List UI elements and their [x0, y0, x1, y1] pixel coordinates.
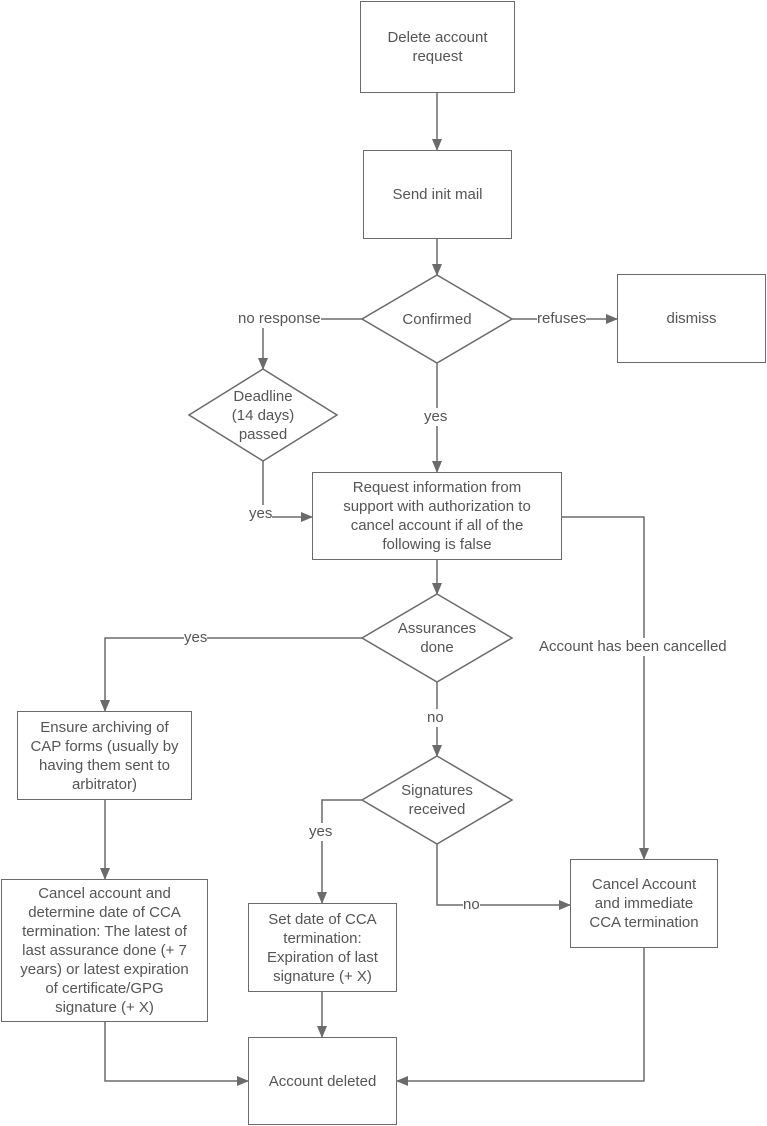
set-date-box: Set date of CCA termination: Expiration …	[248, 903, 397, 992]
edge-assurances-to-archiving	[100, 637, 362, 712]
edge-request-to-cancel-immediate	[562, 516, 649, 860]
account-deleted-box: Account deleted	[248, 1037, 397, 1125]
dismiss-box: dismiss	[617, 274, 766, 363]
delete-request-box: Delete account request	[360, 1, 515, 93]
cancel-immediate-box: Cancel Account and immediate CCA termina…	[570, 859, 718, 948]
edge-label-yes-confirmed: yes	[424, 408, 448, 426]
edge-label-yes-signatures: yes	[309, 823, 333, 841]
edge-label-yes-assurances: yes	[184, 629, 208, 647]
edge-cancel-immediate-to-deleted	[396, 948, 645, 1086]
assurances-done-label: Assurances done	[397, 620, 477, 656]
edge-signatures-to-setdate	[317, 799, 362, 904]
edge-label-no-assurances: no	[427, 709, 444, 727]
cancel-determine-box: Cancel account and determine date of CCA…	[1, 879, 208, 1022]
edge-label-account-cancelled: Account has been cancelled	[539, 638, 727, 656]
edge-label-no-signatures: no	[463, 896, 480, 914]
edge-label-refuses: refuses	[537, 310, 587, 328]
deadline-label: Deadline (14 days) passed	[231, 387, 295, 443]
edge-signatures-to-cancel-immediate	[436, 844, 571, 910]
request-information-box: Request information from support with au…	[312, 472, 562, 560]
confirmed-label: Confirmed	[402, 310, 472, 328]
edge-cancel-to-deleted	[104, 1022, 249, 1086]
ensure-archiving-box: Ensure archiving of CAP forms (usually b…	[17, 711, 192, 800]
edge-label-yes-deadline: yes	[249, 505, 273, 523]
send-init-mail-box: Send init mail	[363, 150, 512, 239]
edge-label-no-response: no response	[238, 310, 321, 328]
signatures-received-label: Signatures received	[401, 782, 473, 818]
